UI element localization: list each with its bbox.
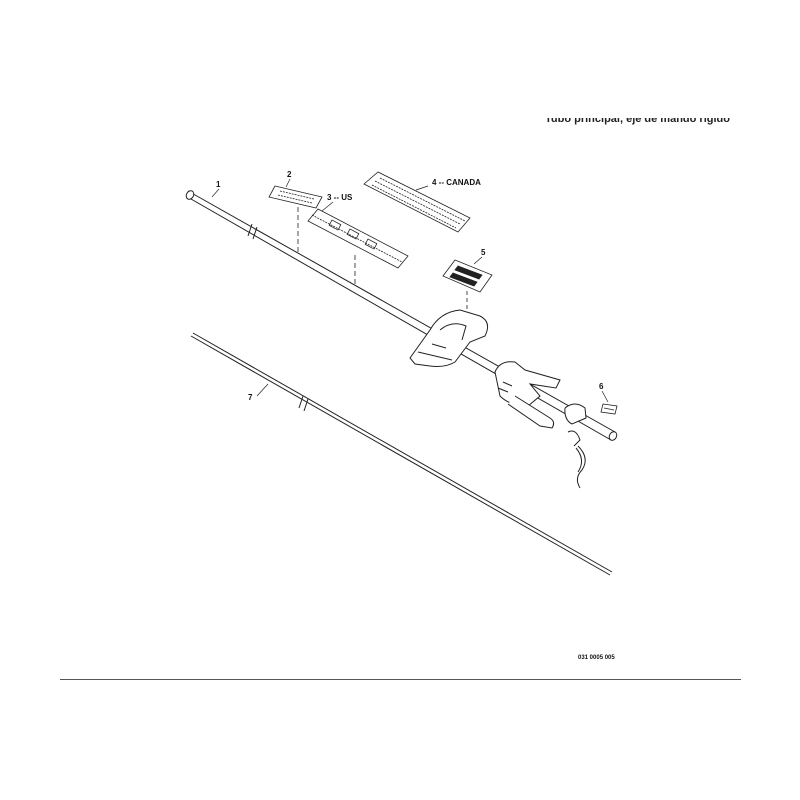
callout-6: 6 <box>599 382 604 391</box>
callout-3-us: 3 -- US <box>327 193 353 202</box>
drawing-code: 031 0005 005 <box>578 655 615 661</box>
bottom-rule <box>60 679 741 680</box>
page-title: Tubo principal, eje de mando rígido <box>545 113 730 125</box>
harness-clamp <box>409 309 489 367</box>
decal-3-us <box>307 208 409 287</box>
callout-1: 1 <box>216 180 221 189</box>
leader-lines <box>211 178 609 403</box>
drive-shaft <box>190 332 613 576</box>
decal-2 <box>268 185 323 252</box>
callout-4-canada: 4 -- CANADA <box>432 178 481 187</box>
callout-7: 7 <box>248 393 253 402</box>
throttle-handle <box>494 361 587 489</box>
tag-6 <box>600 403 618 415</box>
callout-2: 2 <box>287 170 292 179</box>
decal-4-canada <box>363 171 471 233</box>
callout-5: 5 <box>481 248 486 257</box>
main-tube <box>185 190 618 441</box>
decal-5 <box>442 259 493 318</box>
